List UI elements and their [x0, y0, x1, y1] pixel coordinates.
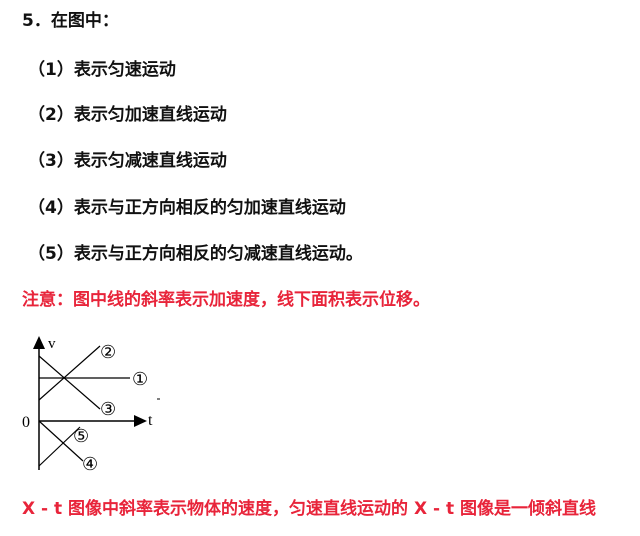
t-axis-label: t — [148, 412, 153, 429]
item-1: （1）表示匀速运动 — [28, 60, 176, 80]
origin-label: 0 — [22, 414, 30, 431]
label-line-5: ⑤ — [73, 426, 89, 446]
item-2: （2）表示匀加速直线运动 — [28, 105, 227, 125]
label-line-4: ④ — [82, 454, 98, 474]
v-axis-arrow — [33, 336, 45, 349]
label-line-2: ② — [100, 342, 116, 362]
footer-text: X - t 图像中斜率表示物体的速度，匀速直线运动的 X - t 图像是一倾斜直… — [22, 499, 597, 519]
t-axis-arrow — [134, 415, 147, 427]
velocity-time-diagram: v t 0 ① ② ③ ④ ⑤ — [22, 336, 160, 474]
line-2-accelerating — [38, 345, 101, 401]
v-axis-label: v — [48, 336, 56, 352]
label-line-3: ③ — [100, 399, 116, 419]
item-4: （4）表示与正方向相反的匀加速直线运动 — [28, 198, 346, 218]
line-3-decelerating — [38, 355, 101, 410]
label-line-1: ① — [132, 369, 148, 389]
line-5-negative-decelerating — [38, 426, 81, 467]
note-text: 注意：图中线的斜率表示加速度，线下面积表示位移。 — [22, 290, 430, 310]
question-title: 5．在图中： — [22, 11, 119, 31]
line-4-negative-accelerating — [38, 420, 84, 462]
item-5: （5）表示与正方向相反的匀减速直线运动。 — [28, 244, 363, 264]
item-3: （3）表示匀减速直线运动 — [28, 151, 227, 171]
